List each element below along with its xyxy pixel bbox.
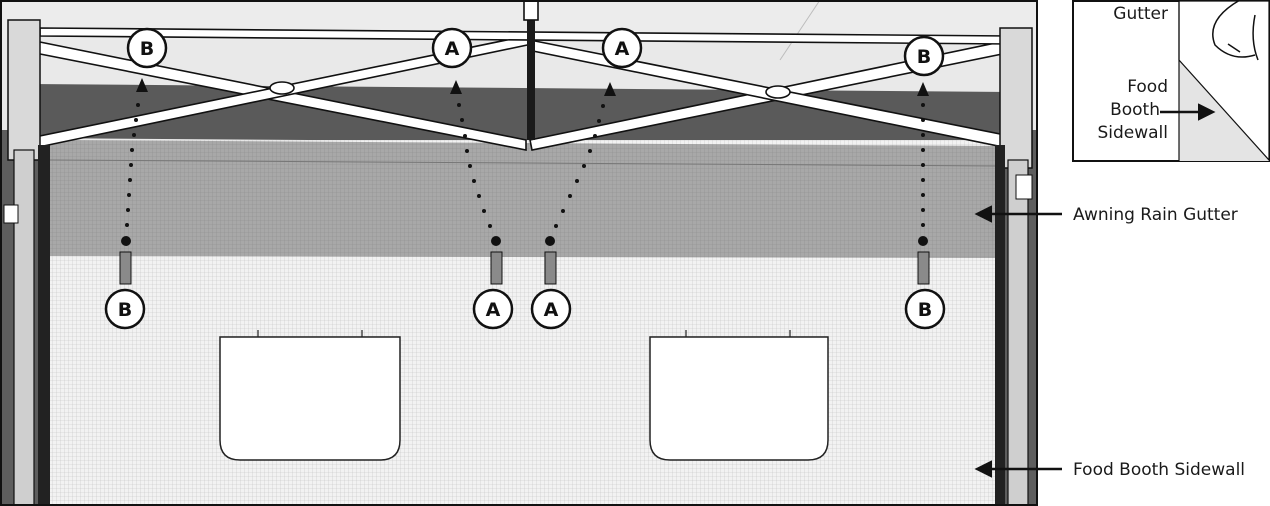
window-left: [219, 336, 401, 461]
svg-text:A: A: [615, 38, 630, 60]
svg-text:Booth: Booth: [1110, 100, 1160, 120]
svg-text:Food Booth Sidewall: Food Booth Sidewall: [1073, 460, 1245, 480]
canopy-frame: [28, 0, 1013, 151]
svg-text:B: B: [140, 38, 154, 60]
svg-text:A: A: [544, 299, 559, 321]
inset-detail: Gutter Food Booth Sidewall: [1072, 0, 1270, 162]
svg-text:B: B: [118, 299, 132, 321]
right-leg: [999, 27, 1033, 506]
svg-text:Sidewall: Sidewall: [1097, 123, 1168, 143]
velcro-straps: [119, 251, 930, 285]
badge-top-a-right: A: [601, 27, 643, 69]
svg-text:Food: Food: [1127, 77, 1168, 97]
svg-text:Gutter: Gutter: [1113, 4, 1168, 24]
badge-top-b-left: B: [126, 27, 168, 69]
main-illustration: B A A B B A A B: [0, 0, 1038, 506]
svg-text:B: B: [918, 299, 932, 321]
badge-top-a-left: A: [431, 27, 473, 69]
window-right: [649, 336, 829, 461]
callout-sidewall: Food Booth Sidewall: [974, 460, 1245, 480]
left-leg: [3, 19, 41, 506]
attachment-paths: [121, 78, 929, 246]
svg-text:B: B: [917, 46, 931, 68]
svg-text:A: A: [445, 38, 460, 60]
badge-bottom-a-left: A: [472, 288, 514, 330]
svg-text:A: A: [486, 299, 501, 321]
badge-top-b-right: B: [903, 35, 945, 77]
rain-gutter-band: [48, 140, 998, 258]
callout-rain-gutter: Awning Rain Gutter: [974, 205, 1238, 225]
badge-bottom-b-right: B: [904, 288, 946, 330]
svg-text:Awning Rain Gutter: Awning Rain Gutter: [1073, 205, 1238, 225]
badge-bottom-b-left: B: [104, 288, 146, 330]
badge-bottom-a-right: A: [530, 288, 572, 330]
